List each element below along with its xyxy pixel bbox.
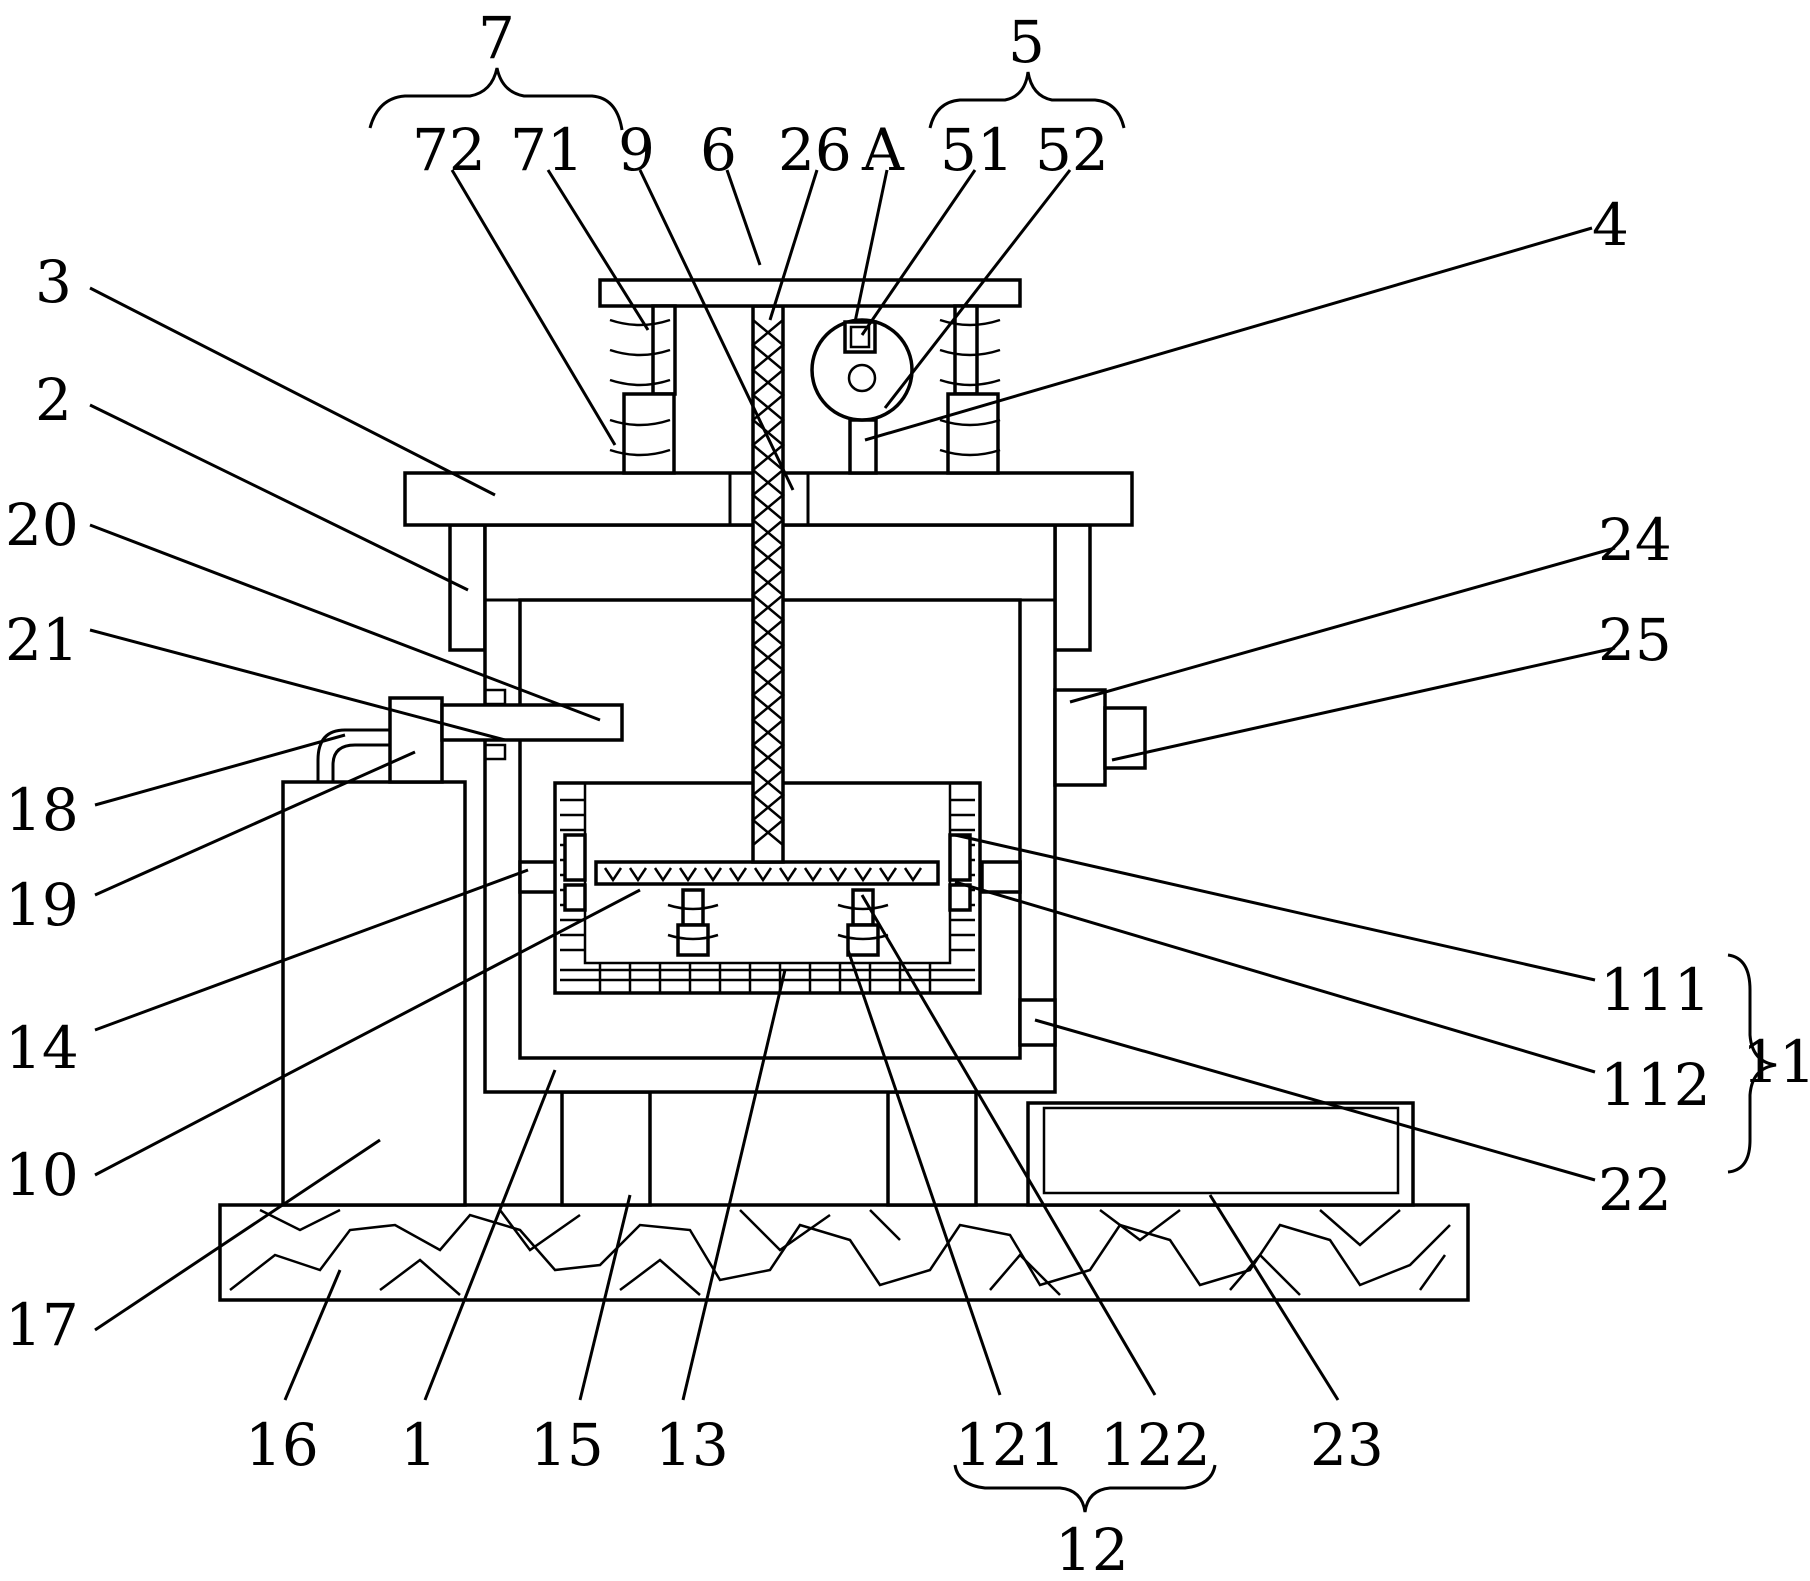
left-tank — [281, 780, 467, 1207]
label-52: 52 — [1035, 116, 1109, 184]
label-10: 10 — [5, 1141, 79, 1209]
label-group: 7 5 72 71 9 6 26 A 51 52 4 3 2 20 21 24 … — [5, 4, 1810, 1581]
base-plate — [218, 1203, 1470, 1302]
support-legs — [560, 1090, 978, 1207]
label-15: 15 — [530, 1411, 604, 1479]
label-1: 1 — [400, 1411, 437, 1479]
label-4: 4 — [1592, 191, 1629, 259]
label-51: 51 — [940, 116, 1014, 184]
label-20: 20 — [5, 491, 79, 559]
label-122: 122 — [1100, 1411, 1211, 1479]
label-6: 6 — [700, 116, 737, 184]
label-13: 13 — [655, 1411, 729, 1479]
label-9: 9 — [618, 116, 655, 184]
upper-plate — [598, 278, 1022, 308]
label-3: 3 — [35, 248, 72, 316]
label-26: 26 — [778, 116, 852, 184]
label-7: 7 — [478, 4, 515, 72]
label-23: 23 — [1310, 1411, 1384, 1479]
label-111: 111 — [1600, 956, 1711, 1024]
spring-columns — [609, 304, 1001, 475]
leader-lines — [89, 67, 1777, 1513]
label-A: A — [861, 116, 905, 184]
label-72: 72 — [412, 116, 486, 184]
threaded-shaft — [751, 304, 785, 864]
label-17: 17 — [5, 1291, 79, 1359]
label-11: 11 — [1742, 1028, 1810, 1096]
label-5: 5 — [1008, 8, 1045, 76]
label-22: 22 — [1598, 1156, 1672, 1224]
label-19: 19 — [5, 871, 79, 939]
label-25: 25 — [1598, 606, 1672, 674]
label-121: 121 — [955, 1411, 1066, 1479]
side-motor — [1053, 688, 1147, 787]
label-112: 112 — [1600, 1051, 1711, 1119]
collection-box — [1026, 1101, 1415, 1207]
label-71: 71 — [510, 116, 584, 184]
label-2: 2 — [35, 366, 72, 434]
inner-springs — [667, 888, 889, 957]
label-24: 24 — [1598, 506, 1672, 574]
label-16: 16 — [245, 1411, 319, 1479]
cam-mechanism — [810, 318, 914, 475]
label-14: 14 — [5, 1014, 79, 1082]
side-slides — [518, 860, 1057, 1047]
label-21: 21 — [5, 606, 79, 674]
label-18: 18 — [5, 776, 79, 844]
label-12: 12 — [1055, 1516, 1129, 1581]
